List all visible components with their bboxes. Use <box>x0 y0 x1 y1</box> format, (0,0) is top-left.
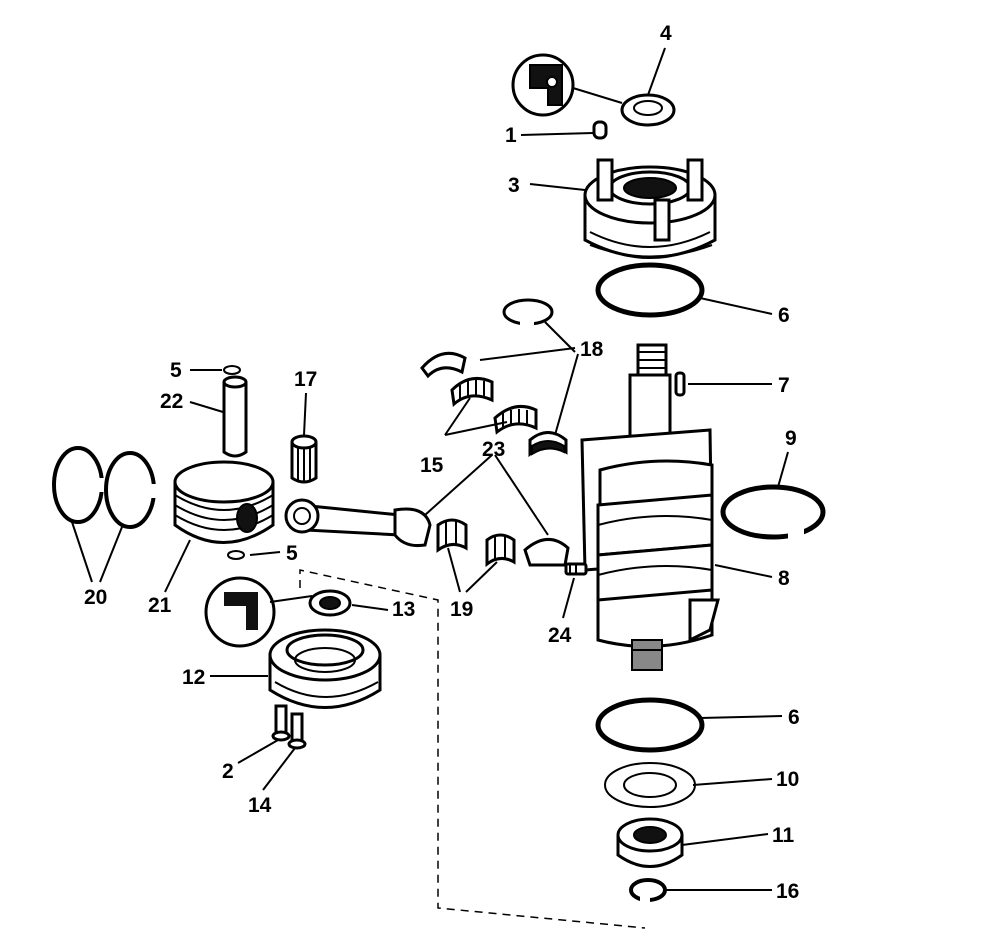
rod-cap-screw <box>564 562 588 576</box>
part-label-10: 10 <box>776 768 799 791</box>
part-label-7: 7 <box>778 374 790 397</box>
wrist-pin <box>222 375 248 458</box>
part-label-2: 2 <box>222 760 234 783</box>
part-label-13: 13 <box>392 598 415 621</box>
needle-bearing-cage-a <box>450 376 494 407</box>
part-label-5-upper: 5 <box>170 359 182 382</box>
wrist-pin-retainer-lower <box>227 550 245 560</box>
oil-seal-upper <box>620 93 676 127</box>
housing-screw-b <box>287 712 307 750</box>
piston <box>173 460 275 544</box>
bearing-liner-half-a <box>420 351 467 379</box>
seal-detail-callout-lower <box>204 576 313 648</box>
o-ring-lower <box>595 697 705 753</box>
wrist-pin-needle-bearing <box>290 434 318 484</box>
part-label-5-lower: 5 <box>286 542 298 565</box>
dowel-pin <box>592 120 608 140</box>
retaining-ring-small <box>629 878 667 903</box>
part-label-11: 11 <box>772 824 795 847</box>
lower-bearing-housing <box>268 628 382 709</box>
part-label-14: 14 <box>248 794 272 817</box>
woodruff-key <box>674 371 686 397</box>
part-label-9: 9 <box>785 427 797 450</box>
part-label-6-upper: 6 <box>778 304 790 327</box>
assembly-path-dashed <box>299 569 646 929</box>
part-label-21: 21 <box>148 594 172 617</box>
part-label-20: 20 <box>84 586 107 609</box>
piston-rings <box>52 446 157 529</box>
ball-bearing <box>616 817 684 868</box>
part-label-3: 3 <box>508 174 520 197</box>
upper-bearing-housing <box>583 158 717 259</box>
part-label-23: 23 <box>482 438 505 461</box>
gasket-ring <box>604 762 696 808</box>
part-label-8: 8 <box>778 567 790 590</box>
connecting-rod-cap <box>523 538 570 567</box>
part-label-17: 17 <box>294 368 317 391</box>
part-label-24: 24 <box>548 624 572 647</box>
bearing-retainer-ring <box>502 298 554 326</box>
seal-detail-callout-upper <box>511 53 623 117</box>
wrist-pin-retainer-upper <box>223 365 241 375</box>
needle-bearing-cage-d <box>485 533 516 568</box>
housing-screw-a <box>271 704 291 742</box>
part-label-18: 18 <box>580 338 604 361</box>
part-label-19: 19 <box>450 598 473 621</box>
part-label-1: 1 <box>505 124 517 147</box>
leader-lines <box>71 47 789 891</box>
part-label-12: 12 <box>182 666 205 689</box>
part-label-4: 4 <box>660 22 672 45</box>
needle-bearing-cage-b <box>493 404 538 435</box>
o-ring-upper <box>595 262 705 318</box>
part-label-6-lower: 6 <box>788 706 800 729</box>
part-label-16: 16 <box>776 880 799 903</box>
needle-bearing-cage-c <box>436 518 468 553</box>
part-label-15: 15 <box>420 454 444 477</box>
connecting-rod <box>284 498 432 547</box>
part-label-22: 22 <box>160 390 183 413</box>
crankshaft <box>580 343 720 671</box>
retaining-ring-large <box>720 484 826 540</box>
